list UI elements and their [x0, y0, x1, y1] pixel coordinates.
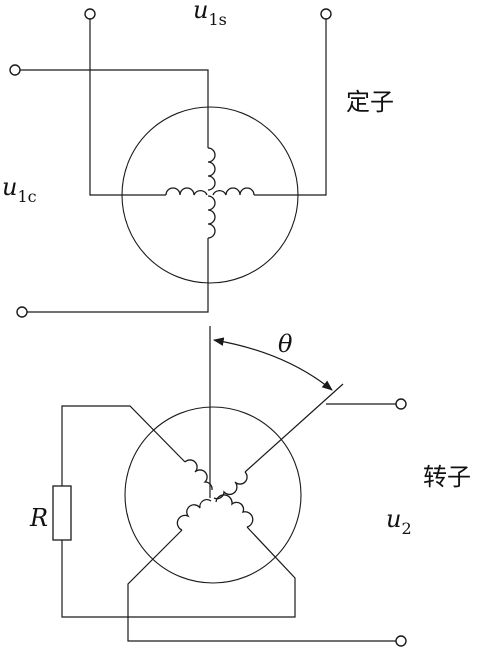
- rotor-terminal-bottom: [395, 635, 407, 647]
- stator-cos-wire-bottom: [22, 238, 209, 313]
- rotor-label: 转子: [423, 463, 471, 491]
- rotor-resistor: [52, 485, 72, 541]
- stator-cos-wire-top: [15, 69, 209, 148]
- rotor-circle: [124, 406, 302, 584]
- rotor-coil-lower-right: [215, 494, 254, 528]
- rotor-output-diagonal: [244, 383, 344, 473]
- stator-sin-wire-right: [254, 14, 327, 196]
- rotor: θ R 转子 u2: [29, 326, 471, 647]
- stator-cos-coil-upper: [207, 147, 216, 191]
- rotor-angle-label: θ: [278, 330, 293, 358]
- rotor-coil-upper-right: [213, 471, 248, 500]
- stator-sin-coil-right: [212, 187, 255, 196]
- rotor-angle-arc: [212, 337, 333, 391]
- rotor-resistor-wire-top: [61, 405, 186, 486]
- rotor-resistor-label: R: [29, 504, 48, 532]
- stator-sin-terminal-left: [84, 8, 96, 20]
- rotor-output-voltage-label: u2: [386, 505, 412, 538]
- stator: u1s u1c 定子: [2, 0, 394, 318]
- rotor-terminal-top: [395, 398, 407, 410]
- stator-cos-coil-lower: [207, 195, 216, 239]
- stator-sin-coil-left: [165, 187, 208, 196]
- stator-sin-voltage-label: u1s: [193, 0, 227, 29]
- stator-cos-voltage-label: u1c: [2, 173, 37, 206]
- rotor-output-wire-bottom: [127, 529, 400, 642]
- stator-cos-terminal-top: [9, 64, 21, 76]
- stator-label: 定子: [346, 88, 394, 116]
- stator-cos-terminal-bottom: [16, 306, 28, 318]
- stator-sin-wire-left: [89, 14, 166, 196]
- stator-sin-terminal-right: [320, 8, 332, 20]
- rotor-resistor-wire-bottom: [61, 526, 296, 618]
- rotor-coil-lower-left: [176, 499, 212, 531]
- rotor-coil-upper-left: [184, 459, 213, 491]
